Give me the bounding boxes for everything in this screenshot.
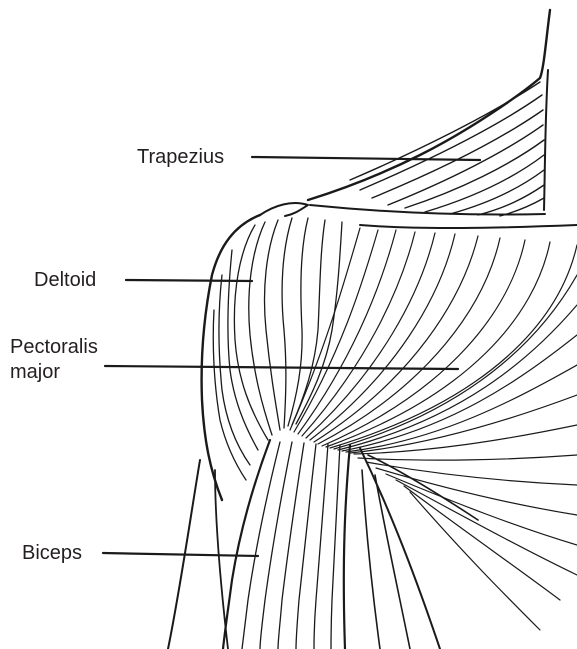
deltoid-label: Deltoid: [34, 268, 96, 292]
trapezius-muscle: [260, 10, 550, 216]
leader-line-biceps: [103, 553, 258, 556]
leader-line-trapezius: [252, 157, 480, 160]
pectoralis-major-label-line1: Pectoralis: [10, 335, 98, 359]
biceps-label: Biceps: [22, 541, 82, 565]
leader-line-deltoid: [126, 280, 252, 281]
deltoid-muscle: [202, 215, 342, 500]
biceps-muscle: [168, 440, 410, 649]
leader-lines: [103, 157, 480, 556]
trapezius-label: Trapezius: [137, 145, 224, 169]
pectoralis-major-label-line2: major: [10, 360, 60, 384]
